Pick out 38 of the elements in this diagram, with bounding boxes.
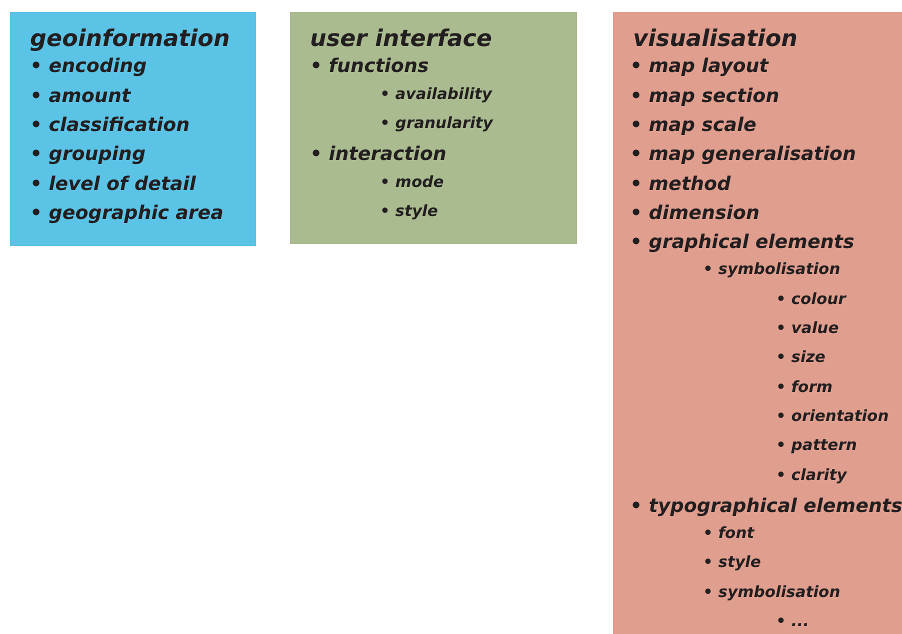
list-item: • mode [380,172,444,190]
list-item: • functions [310,55,429,78]
list-item: • value [776,319,839,337]
list-item: • size [776,348,826,366]
list-item: • amount [30,84,131,107]
list-item: • level of detail [30,172,196,194]
list-item: • map scale [630,114,756,136]
list-item: • colour [776,290,846,308]
list-item: • orientation [776,406,889,425]
list-item: • dimension [630,202,760,224]
list-item: • granularity [380,114,493,132]
list-item: • symbolisation [703,260,840,278]
list-item: • grouping [30,143,146,166]
list-item: • geographic area [30,202,224,224]
list-item: • method [630,172,731,194]
list-item: • map layout [630,55,768,78]
list-item: • availability [380,84,492,103]
list-item: • graphical elements [630,231,854,254]
list-item: • style [380,202,438,220]
list-item: • style [703,553,761,572]
category-panel [613,12,902,634]
list-item: • form [776,378,832,396]
list-item: • map generalisation [630,143,856,166]
panel-heading: geoinformation [30,26,230,52]
list-item: • encoding [30,55,147,78]
list-item: • map section [630,84,780,107]
list-item: • interaction [310,143,446,166]
list-item: • pattern [776,436,857,454]
category-panel [10,12,256,246]
list-item: • typographical elements [630,494,902,517]
list-item: • classification [30,114,190,136]
panel-heading: visualisation [633,26,798,52]
panel-heading: user interface [310,26,492,52]
category-panel [290,12,577,244]
list-item: • clarity [776,466,847,484]
list-item: • symbolisation [703,582,840,601]
list-item: • font [703,524,754,542]
list-item: • ... [776,612,809,630]
